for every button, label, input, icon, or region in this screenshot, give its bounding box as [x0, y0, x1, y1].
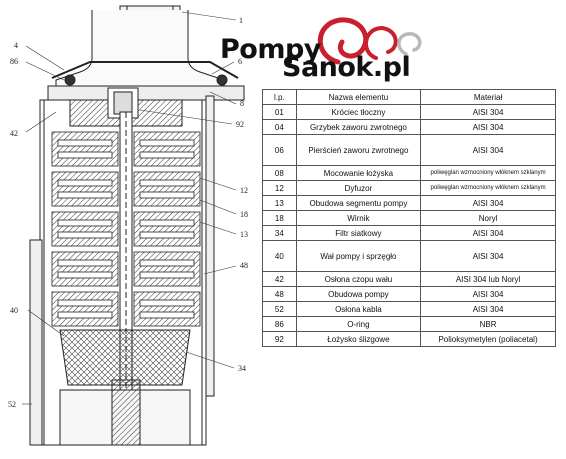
cell-material: AISI 304 [420, 119, 556, 135]
cell-name: Wirnik [295, 210, 422, 226]
callout-labels: 1 4 86 6 8 92 42 12 18 13 48 40 34 52 [8, 16, 248, 409]
callout-48: 48 [240, 261, 248, 270]
stage [51, 251, 201, 287]
cell-name: O-ring [295, 316, 422, 332]
table-row: 48 Obudowa pompy AISI 304 [262, 286, 556, 302]
table-row: 52 Osłona kabla AISI 304 [262, 301, 556, 317]
cell-lp: 18 [262, 210, 297, 226]
leader-lines [22, 11, 237, 405]
table-row: 34 Filtr siatkowy AISI 304 [262, 225, 556, 241]
cell-name: Króciec tłoczny [295, 104, 422, 120]
cell-lp: 12 [262, 180, 297, 196]
cell-name: Mocowanie łożyska [295, 165, 422, 181]
cell-material: AISI 304 [420, 225, 556, 241]
stage [51, 211, 201, 247]
pump-stages [51, 131, 201, 327]
cell-material: AISI 304 [420, 104, 556, 120]
cell-name: Filtr siatkowy [295, 225, 422, 241]
callout-4: 4 [14, 41, 18, 50]
column-header-lp: l.p. [262, 89, 297, 105]
table-row: 92 Łożysko ślizgowe Polioksymetylen (pol… [262, 331, 556, 347]
table-row: 04 Grzybek zaworu zwrotnego AISI 304 [262, 119, 556, 135]
table-row: 06 Pierścień zaworu zwrotnego AISI 304 [262, 134, 556, 166]
callout-92: 92 [236, 120, 244, 129]
pump-body [29, 5, 245, 446]
cell-name: Osłona kabla [295, 301, 422, 317]
cell-material: poliwęglan wzmocniony włóknem szklanym [420, 165, 556, 181]
callout-42: 42 [10, 129, 18, 138]
cell-lp: 34 [262, 225, 297, 241]
cell-material: NBR [420, 316, 556, 332]
cell-lp: 06 [262, 134, 297, 166]
pompy-sanok-logo: Pompy Sanok.pl [218, 10, 558, 90]
table-row: 13 Obudowa segmentu pompy AISI 304 [262, 195, 556, 211]
cell-material: AISI 304 [420, 134, 556, 166]
callout-6: 6 [238, 57, 242, 66]
cell-name: Grzybek zaworu zwrotnego [295, 119, 422, 135]
table-row: 42 Osłona czopu wału AISI 304 lub Noryl [262, 271, 556, 287]
table-row: 12 Dyfuzor poliwęglan wzmocniony włóknem… [262, 180, 556, 196]
table-row: 86 O-ring NBR [262, 316, 556, 332]
cell-name: Dyfuzor [295, 180, 422, 196]
column-header-material: Materiał [420, 89, 556, 105]
cell-material: AISI 304 lub Noryl [420, 271, 556, 287]
cell-lp: 92 [262, 331, 297, 347]
callout-40: 40 [10, 306, 18, 315]
callout-52: 52 [8, 400, 16, 409]
table-row: 40 Wał pompy i sprzęgło AISI 304 [262, 240, 556, 272]
cell-lp: 42 [262, 271, 297, 287]
callout-8: 8 [240, 99, 244, 108]
stage [51, 171, 201, 207]
cell-material: AISI 304 [420, 301, 556, 317]
cell-lp: 04 [262, 119, 297, 135]
cell-name: Pierścień zaworu zwrotnego [295, 134, 422, 166]
table-row: 08 Mocowanie łożyska poliwęglan wzmocnio… [262, 165, 556, 181]
callout-18: 18 [240, 210, 248, 219]
stage [51, 291, 201, 327]
cell-lp: 13 [262, 195, 297, 211]
logo-line-2: Sanok.pl [282, 52, 411, 83]
table-row: 18 Wirnik Noryl [262, 210, 556, 226]
cell-material: Noryl [420, 210, 556, 226]
cell-lp: 40 [262, 240, 297, 272]
cell-material: AISI 304 [420, 286, 556, 302]
cell-material: Polioksymetylen (poliacetal) [420, 331, 556, 347]
column-header-name: Nazwa elementu [295, 89, 422, 105]
callout-12: 12 [240, 186, 248, 195]
cell-material: AISI 304 [420, 195, 556, 211]
cell-lp: 08 [262, 165, 297, 181]
cell-name: Wał pompy i sprzęgło [295, 240, 422, 272]
logo-swirl-icon [317, 17, 422, 65]
parts-table: l.p. Nazwa elementu Materiał 01 Króciec … [262, 89, 556, 347]
table-row: 01 Króciec tłoczny AISI 304 [262, 104, 556, 120]
table-header-row: l.p. Nazwa elementu Materiał [262, 89, 556, 105]
callout-13: 13 [240, 230, 248, 239]
callout-1: 1 [239, 16, 243, 25]
callout-86: 86 [10, 57, 18, 66]
cell-lp: 86 [262, 316, 297, 332]
cell-name: Osłona czopu wału [295, 271, 422, 287]
cell-material: poliwęglan wzmocniony włóknem szklanym [420, 180, 556, 196]
cell-lp: 52 [262, 301, 297, 317]
cell-lp: 48 [262, 286, 297, 302]
stage [51, 131, 201, 167]
cell-material: AISI 304 [420, 240, 556, 272]
cell-lp: 01 [262, 104, 297, 120]
logo-line-1: Pompy [220, 34, 321, 65]
cell-name: Obudowa pompy [295, 286, 422, 302]
cell-name: Obudowa segmentu pompy [295, 195, 422, 211]
cell-name: Łożysko ślizgowe [295, 331, 422, 347]
callout-34: 34 [238, 364, 246, 373]
